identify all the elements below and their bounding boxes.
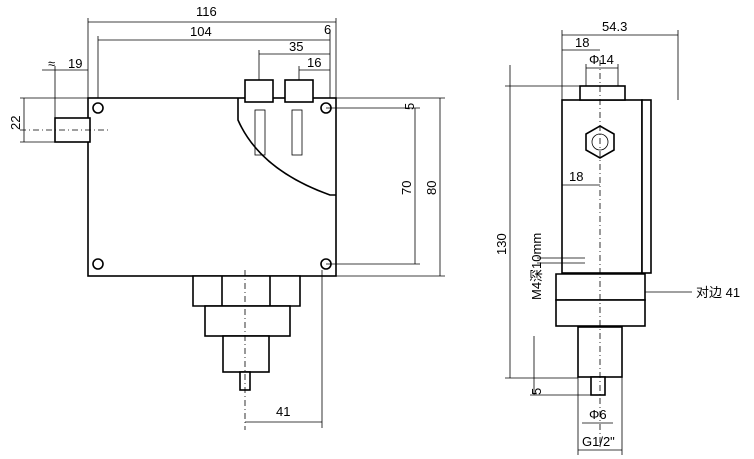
dim-22: 22 <box>8 116 23 130</box>
dim-phi6: Φ6 <box>589 407 607 422</box>
dim-18-mid: 18 <box>569 169 583 184</box>
cover-plate <box>641 99 652 274</box>
dim-80: 80 <box>424 181 439 195</box>
dim-5-pin: 5 <box>529 388 544 395</box>
housing <box>87 97 337 277</box>
cable-gland-top-1 <box>244 79 274 103</box>
dim-5: 5 <box>402 103 417 110</box>
front-view: 116 104 6 35 16 19 ≈ 22 5 70 80 41 <box>8 4 445 430</box>
side-housing <box>561 99 643 274</box>
cable-gland-top-2 <box>284 79 314 103</box>
break-symbol: ≈ <box>48 56 55 71</box>
dim-18-top: 18 <box>575 35 589 50</box>
dim-6: 6 <box>324 22 331 37</box>
dim-130: 130 <box>494 233 509 255</box>
dim-41: 41 <box>276 404 290 419</box>
dim-35: 35 <box>289 39 303 54</box>
dim-116: 116 <box>196 4 217 19</box>
dim-19: 19 <box>68 56 82 71</box>
dim-54-3: 54.3 <box>602 19 627 34</box>
thread-fitting <box>222 335 270 373</box>
dim-16: 16 <box>307 55 321 70</box>
hex-across-flats-label: 对边 41 <box>696 285 740 300</box>
screw-icon <box>92 102 104 114</box>
screw-icon <box>92 258 104 270</box>
dim-70: 70 <box>399 181 414 195</box>
dim-phi14: Φ14 <box>589 52 614 67</box>
side-view: 54.3 18 Φ14 18 130 M4深10mm 对边 41 5 Φ6 G1… <box>494 19 740 455</box>
hex-nut <box>192 275 301 307</box>
side-hex-nut <box>555 273 646 301</box>
thread-size-label: G1/2" <box>582 434 615 449</box>
dim-104: 104 <box>190 24 212 39</box>
mount-hole-note: M4深10mm <box>529 233 544 300</box>
cutaway-edge <box>237 98 336 196</box>
top-gland <box>579 85 626 101</box>
